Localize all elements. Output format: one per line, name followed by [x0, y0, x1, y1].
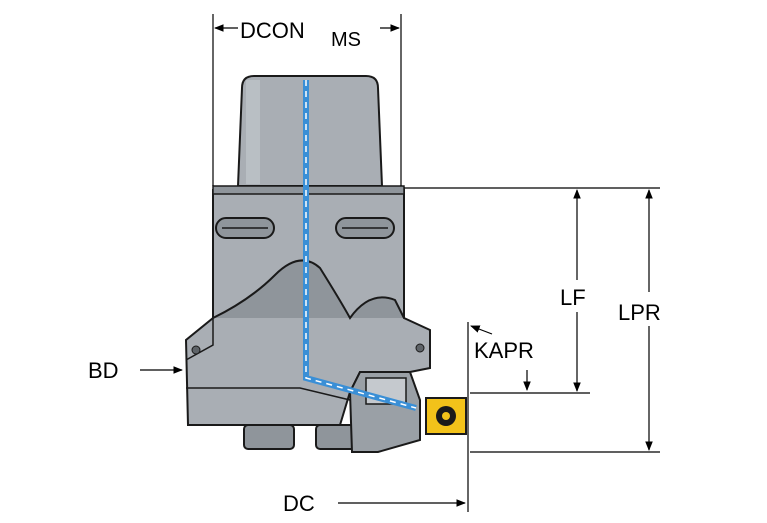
dc-dimension: DC: [283, 452, 469, 516]
lf-label: LF: [560, 285, 586, 310]
kapr-dimension: KAPR: [467, 322, 534, 452]
dcon-dimension: DCON MS: [212, 14, 402, 186]
insert-pocket: [348, 371, 421, 453]
shank: [236, 75, 384, 187]
bd-label: BD: [88, 358, 119, 383]
dc-label: DC: [283, 491, 315, 516]
length-dimensions: LF LPR: [404, 187, 661, 453]
lpr-label: LPR: [618, 300, 661, 325]
insert: [425, 397, 467, 435]
kapr-label: KAPR: [474, 338, 534, 363]
dcon-subscript: MS: [331, 29, 361, 51]
coolant-channel: [303, 80, 417, 411]
dcon-label: DCON: [240, 18, 305, 43]
bd-dimension: BD: [88, 358, 183, 383]
